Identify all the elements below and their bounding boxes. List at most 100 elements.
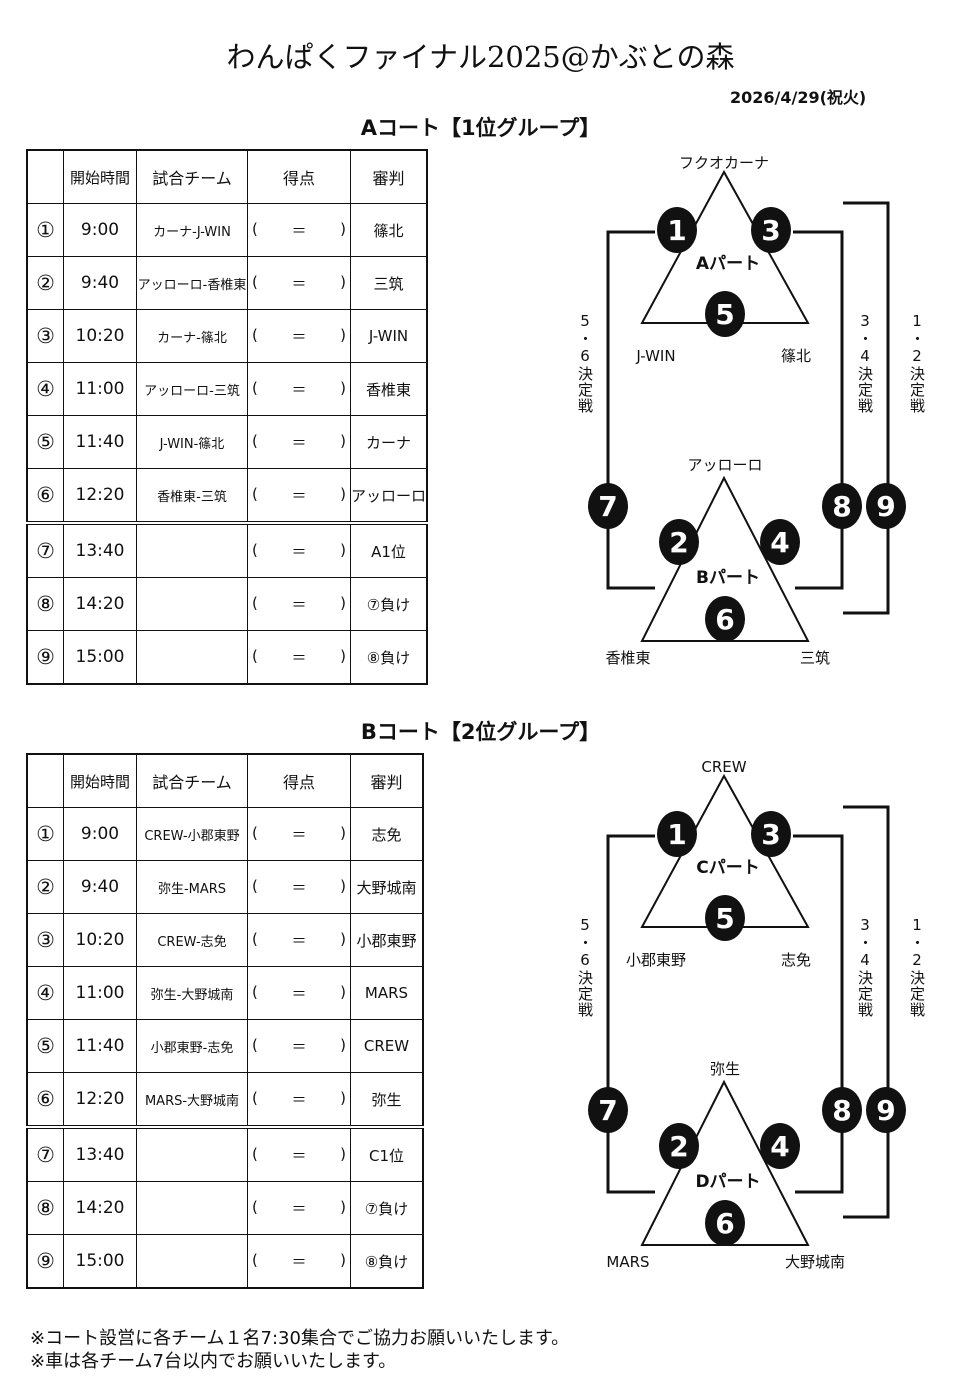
- match-teams: MARS-大野城南: [136, 1072, 248, 1128]
- game-number: ④: [26, 362, 64, 416]
- game-circle-number: 3: [761, 818, 780, 851]
- match-teams: CREW-志免: [136, 913, 248, 967]
- game-circle-9: [866, 1087, 906, 1133]
- table-row: ② 9:40 アッローロ-香椎東 ( ＝ ) 三筑: [26, 256, 428, 310]
- table-row: ⑦ 13:40 ( ＝ ) C1位: [26, 1125, 424, 1182]
- score-equals: ＝: [291, 984, 307, 1003]
- bracket-line-1-2: [843, 201, 890, 615]
- game-circle-9: [866, 483, 906, 529]
- match-teams: [136, 577, 248, 631]
- score-close: ): [340, 982, 346, 1001]
- column-header: 審判: [350, 753, 424, 808]
- game-circle-number: 2: [669, 1130, 688, 1163]
- score-close: ): [340, 484, 346, 503]
- game-circle-7: [588, 483, 628, 529]
- score-cell: ( ＝ ): [247, 807, 351, 861]
- score-equals: ＝: [291, 433, 307, 452]
- column-header: 開始時間: [63, 753, 137, 808]
- referee: J-WIN: [350, 309, 428, 363]
- game-number: ⑦: [26, 521, 64, 578]
- score-equals: ＝: [291, 380, 307, 399]
- table-row: ⑤ 11:40 小郡東野-志免 ( ＝ ) CREW: [26, 1019, 424, 1073]
- team-label: 三筑: [800, 649, 830, 667]
- referee: MARS: [350, 966, 424, 1020]
- score-equals: ＝: [291, 1252, 307, 1271]
- table-row: ⑨ 15:00 ( ＝ ) ⑧負け: [26, 1234, 424, 1289]
- score-open: (: [252, 484, 258, 503]
- table-header: 開始時間試合チーム得点審判: [26, 149, 428, 204]
- referee: A1位: [350, 521, 428, 578]
- part-label: Bパート: [696, 568, 760, 588]
- part-label: Cパート: [696, 858, 759, 878]
- referee: C1位: [350, 1125, 424, 1182]
- note-line: ※車は各チーム7台以内でお願いいたします。: [30, 1351, 397, 1372]
- referee: 弥生: [350, 1072, 424, 1128]
- score-open: (: [252, 593, 258, 612]
- game-circle-number: 3: [761, 214, 780, 247]
- table-row: ⑥ 12:20 MARS-大野城南 ( ＝ ) 弥生: [26, 1072, 424, 1128]
- score-cell: ( ＝ ): [247, 1072, 351, 1128]
- game-circle-number: 4: [770, 526, 789, 559]
- game-number: ②: [26, 256, 64, 310]
- score-close: ): [340, 378, 346, 397]
- schedule-table: 開始時間試合チーム得点審判 ① 9:00 CREW-小郡東野 ( ＝ ) 志免 …: [26, 753, 424, 1289]
- game-circle-6: [705, 1200, 745, 1246]
- bracket-line-5-6: [606, 230, 655, 590]
- score-close: ): [340, 1088, 346, 1107]
- start-time: 11:40: [63, 415, 137, 469]
- score-close: ): [340, 646, 346, 665]
- table-row: ① 9:00 カーナ-J-WIN ( ＝ ) 篠北: [26, 203, 428, 257]
- start-time: 13:40: [63, 521, 137, 578]
- score-cell: ( ＝ ): [247, 521, 351, 578]
- score-cell: ( ＝ ): [247, 1125, 351, 1182]
- score-close: ): [340, 929, 346, 948]
- score-close: ): [340, 1035, 346, 1054]
- score-equals: ＝: [291, 1090, 307, 1109]
- referee: ⑧負け: [350, 1234, 424, 1289]
- team-label: 小郡東野: [626, 951, 686, 969]
- game-circle-number: 8: [832, 490, 851, 523]
- game-circle-8: [822, 483, 862, 529]
- bracket-line-3-4: [793, 834, 844, 1194]
- table-row: ② 9:40 弥生-MARS ( ＝ ) 大野城南: [26, 860, 424, 914]
- game-circle-8: [822, 1087, 862, 1133]
- final-label-mid: 3・4決定戦: [856, 312, 874, 414]
- referee: CREW: [350, 1019, 424, 1073]
- score-open: (: [252, 982, 258, 1001]
- team-label: アッローロ: [687, 456, 762, 474]
- part-label: Aパート: [696, 254, 760, 274]
- referee: 三筑: [350, 256, 428, 310]
- final-label-right: 1・2決定戦: [908, 312, 926, 414]
- game-circle-1: [657, 811, 697, 857]
- notes: ※コート設営に各チーム１名7:30集合でご協力お願いいたします。 ※車は各チーム…: [30, 1327, 569, 1373]
- score-equals: ＝: [291, 1146, 307, 1165]
- score-open: (: [252, 1088, 258, 1107]
- score-equals: ＝: [291, 648, 307, 667]
- match-teams: [136, 630, 248, 685]
- game-number: ④: [26, 966, 64, 1020]
- game-circle-number: 5: [715, 902, 734, 935]
- table-row: ⑧ 14:20 ( ＝ ) ⑦負け: [26, 1181, 424, 1235]
- team-label: 香椎東: [605, 649, 650, 667]
- match-teams: 小郡東野-志免: [136, 1019, 248, 1073]
- score-equals: ＝: [291, 327, 307, 346]
- score-open: (: [252, 1144, 258, 1163]
- table-row: ③ 10:20 CREW-志免 ( ＝ ) 小郡東野: [26, 913, 424, 967]
- referee: 大野城南: [350, 860, 424, 914]
- game-number: ⑧: [26, 1181, 64, 1235]
- team-label: 志免: [781, 951, 811, 969]
- schedule-table: 開始時間試合チーム得点審判 ① 9:00 カーナ-J-WIN ( ＝ ) 篠北 …: [26, 149, 429, 685]
- table-row: ③ 10:20 カーナ-篠北 ( ＝ ) J-WIN: [26, 309, 428, 363]
- start-time: 14:20: [63, 577, 137, 631]
- game-circle-2: [659, 519, 699, 565]
- game-circle-4: [760, 1123, 800, 1169]
- score-close: ): [340, 823, 346, 842]
- score-close: ): [340, 219, 346, 238]
- game-circle-number: 9: [876, 490, 895, 523]
- start-time: 9:00: [63, 807, 137, 861]
- game-circle-2: [659, 1123, 699, 1169]
- score-open: (: [252, 219, 258, 238]
- score-open: (: [252, 272, 258, 291]
- game-circle-5: [705, 291, 745, 337]
